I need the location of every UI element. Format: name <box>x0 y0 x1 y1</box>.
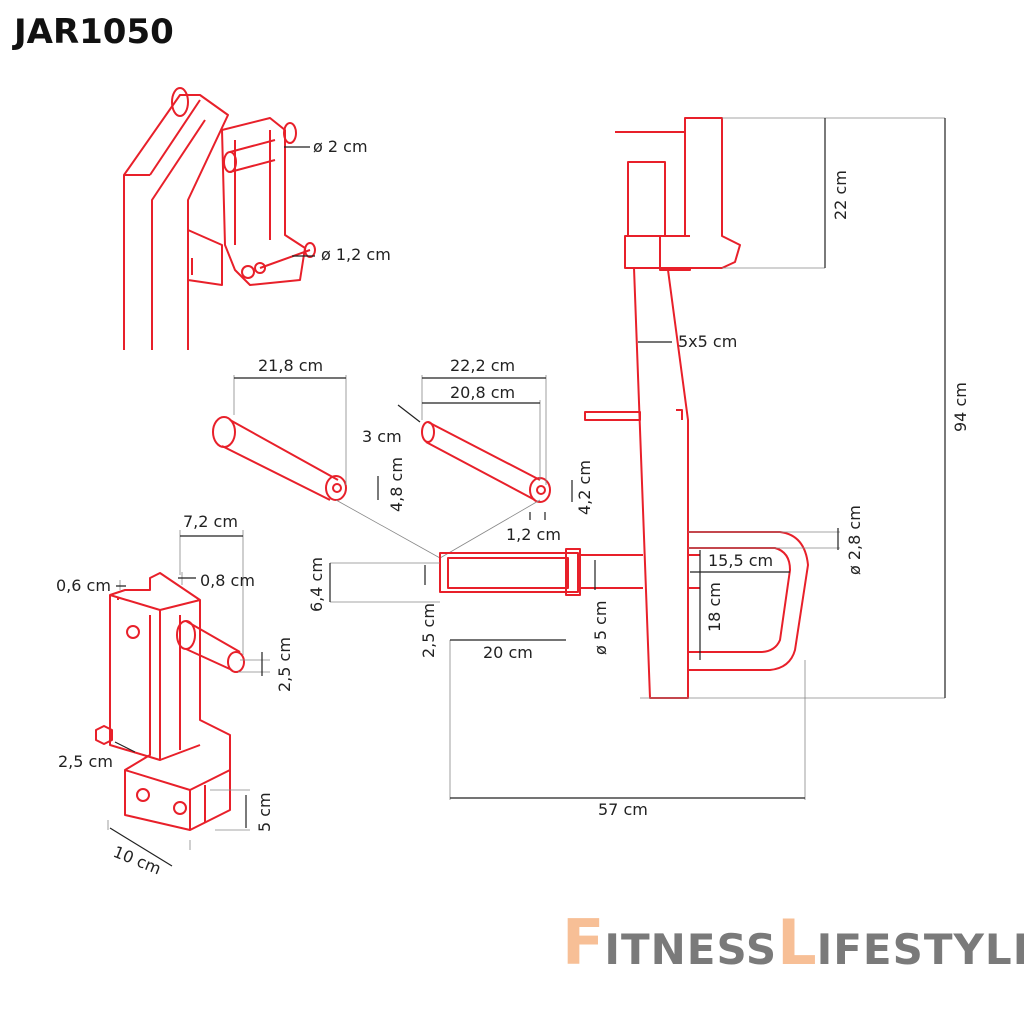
main-upright <box>439 117 809 699</box>
label-sleeve-outer: 6,4 cm <box>307 557 326 612</box>
label-u-handle-width: 15,5 cm <box>708 551 773 570</box>
label-sleeve-dia: ø 5 cm <box>591 600 610 655</box>
label-handle-right-end: 3 cm <box>362 427 402 446</box>
label-bracket-pin-dia: 2,5 cm <box>275 637 294 692</box>
logo-initial-f: F <box>562 906 605 979</box>
detail-bracket <box>95 572 245 831</box>
label-pin-large-dia: ø 2 cm <box>313 137 368 156</box>
label-u-handle-height: 18 cm <box>705 582 724 632</box>
handle-left <box>212 416 347 501</box>
label-sleeve-inner: 2,5 cm <box>419 603 438 658</box>
label-handle-left-length: 21,8 cm <box>258 356 323 375</box>
label-handle-right-hole: 1,2 cm <box>506 525 561 544</box>
label-block-height: 5 cm <box>255 792 274 832</box>
label-sleeve-length: 20 cm <box>483 643 533 662</box>
label-pin-small-dia: ø 1,2 cm <box>321 245 391 264</box>
label-top-height: 22 cm <box>831 170 850 220</box>
label-block-length: 10 cm <box>111 842 164 878</box>
label-total-height: 94 cm <box>951 382 970 432</box>
brand-logo: FITNESSLIFESTYLE <box>562 906 1024 979</box>
handle-right <box>421 421 551 503</box>
label-handle-right-dia: 4,2 cm <box>575 460 594 515</box>
label-total-length: 57 cm <box>598 800 648 819</box>
label-handle-right-length: 20,8 cm <box>450 383 515 402</box>
label-plate-thick-b: 0,8 cm <box>200 571 255 590</box>
label-u-handle-dia: ø 2,8 cm <box>845 505 864 575</box>
logo-text-ifestyle: IFESTYLE <box>816 925 1024 974</box>
detail-pin-bracket <box>123 87 316 350</box>
label-handle-right-total: 22,2 cm <box>450 356 515 375</box>
logo-initial-l: L <box>777 906 817 979</box>
label-tube-section: 5x5 cm <box>678 332 737 351</box>
label-bolt-offset: 2,5 cm <box>58 752 113 771</box>
page-title: JAR1050 <box>14 12 174 52</box>
label-plate-thick-a: 0,6 cm <box>56 576 111 595</box>
label-handle-left-dia: 4,8 cm <box>387 457 406 512</box>
logo-text-itness: ITNESS <box>604 925 778 974</box>
label-bracket-width: 7,2 cm <box>183 512 238 531</box>
